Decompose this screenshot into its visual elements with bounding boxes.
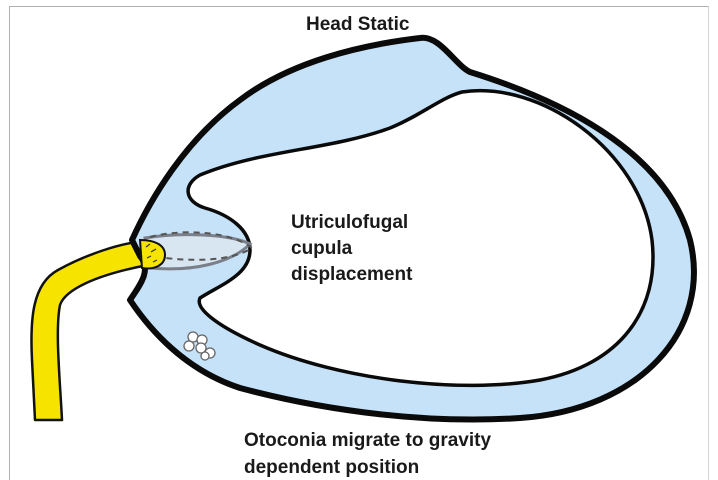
cupula-label-line: Utriculofugal (291, 210, 412, 236)
otoconia-label-line: Otoconia migrate to gravity (244, 427, 491, 454)
cupula-displacement-label: Utriculofugal cupula displacement (291, 210, 412, 288)
otoconia-migration-label: Otoconia migrate to gravity dependent po… (244, 427, 491, 480)
diagram-title: Head Static (306, 14, 409, 36)
otoconium (201, 352, 209, 360)
cupula-label-line: displacement (291, 262, 412, 288)
cupula-label-line: cupula (291, 236, 412, 262)
otoconia-label-line: dependent position (244, 454, 491, 480)
otoconium (184, 341, 194, 351)
vestibular-nerve-icon (31, 241, 148, 420)
